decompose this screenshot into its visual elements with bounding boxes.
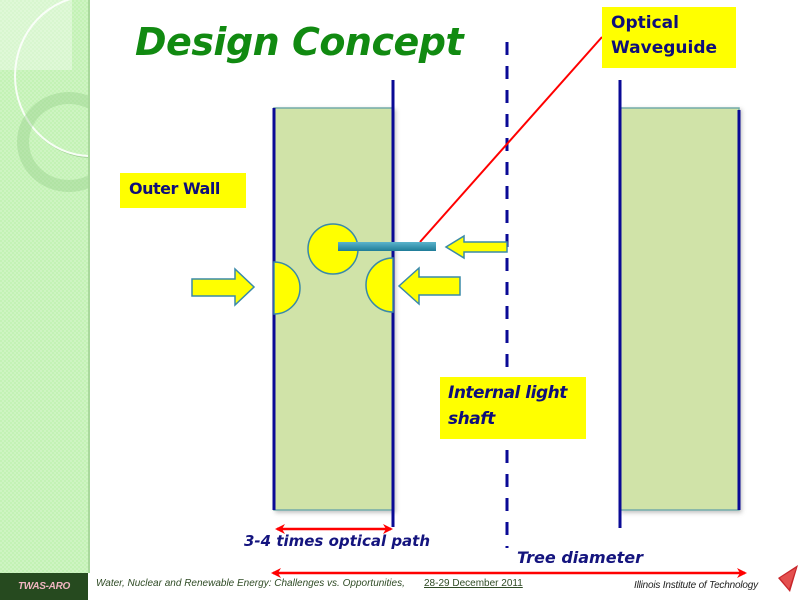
outer-wall-left <box>273 107 394 511</box>
incoming-light-arrow-right <box>397 266 461 306</box>
tree-diameter-label: Tree diameter <box>517 548 643 567</box>
light-collector-half-left <box>273 261 301 315</box>
outer-wall-right <box>619 107 740 511</box>
footer-org-badge: TWAS-ARO <box>0 573 88 600</box>
outer-wall-label: Outer Wall <box>120 173 246 208</box>
internal-light-shaft-label-line1: Internal light <box>448 383 567 403</box>
incoming-light-arrow-left <box>191 267 256 307</box>
iit-logo-icon <box>778 565 798 592</box>
slide-title: Design Concept <box>135 20 464 64</box>
wall-thickness-label: 3-4 times optical path <box>244 532 431 550</box>
waveguide-leader-line <box>419 36 603 243</box>
optical-waveguide-label: Optical Waveguide <box>602 7 736 68</box>
slide-sidebar-decoration <box>0 0 90 573</box>
footer-event-text: Water, Nuclear and Renewable Energy: Cha… <box>96 578 405 589</box>
optical-waveguide-bar <box>338 242 436 251</box>
internal-light-shaft-label-line2: shaft <box>448 409 495 429</box>
outer-wall-label-text: Outer Wall <box>129 179 220 198</box>
optical-waveguide-label-line2: Waveguide <box>611 38 718 58</box>
footer-institution: Illinois Institute of Technology <box>634 580 758 591</box>
internal-light-shaft-label: Internal light shaft <box>440 377 586 439</box>
footer-date-link[interactable]: 28-29 December 2011 <box>424 578 523 589</box>
light-collector-half-right <box>365 257 394 313</box>
optical-waveguide-label-line1: Optical <box>611 13 679 33</box>
internal-light-arrow <box>444 234 508 260</box>
